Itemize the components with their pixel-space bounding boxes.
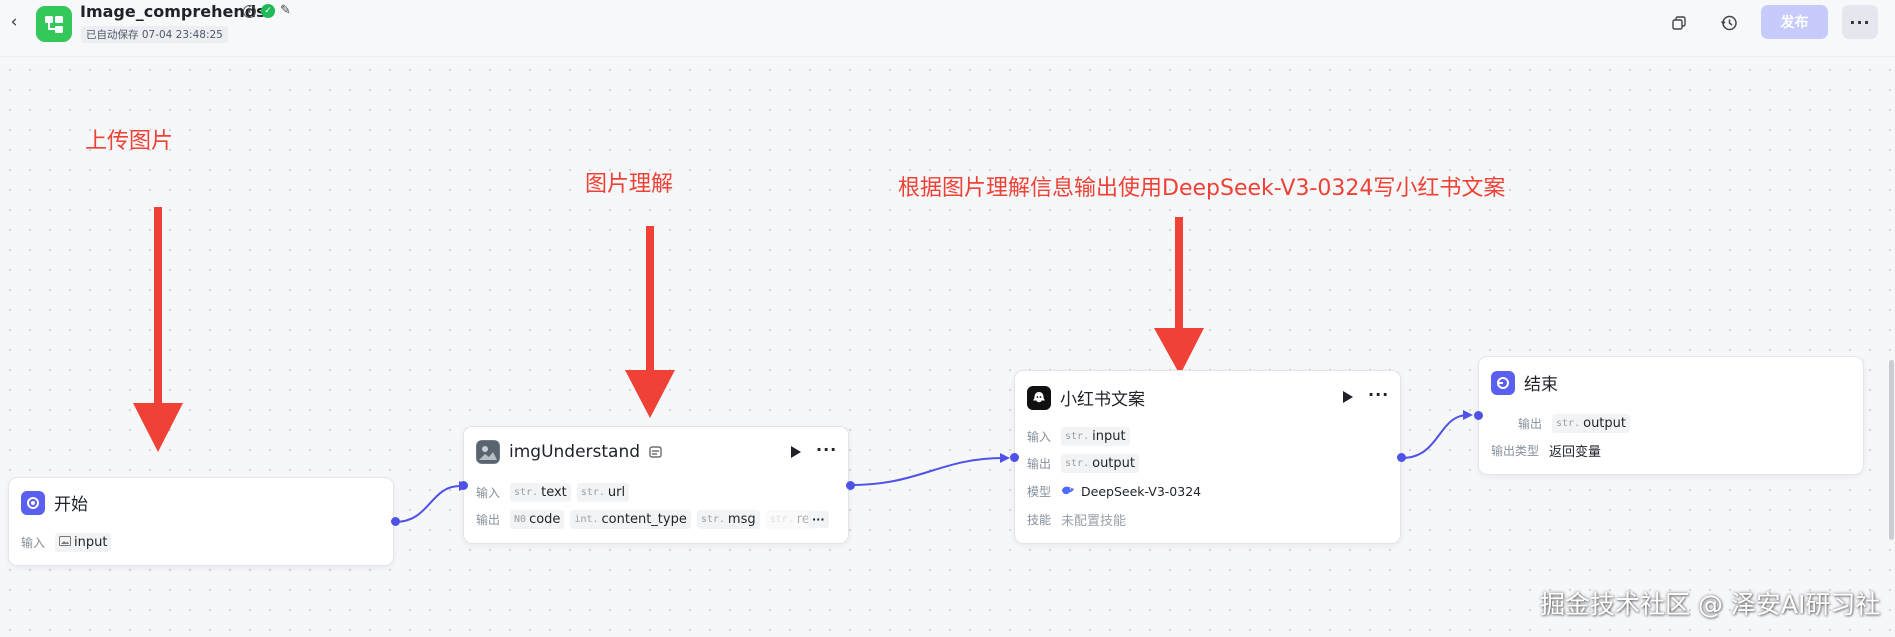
arrow-down-icon: [133, 207, 183, 452]
edge-start-to-img: [394, 485, 461, 523]
output-param-tag: str.msg: [696, 510, 760, 529]
node-title: 小红书文案: [1060, 390, 1145, 410]
node-title: 结束: [1524, 375, 1558, 395]
app-title: Image_comprehends: [80, 2, 266, 21]
output-param-tag: str.output: [1061, 454, 1139, 473]
more-options-button[interactable]: ···: [1842, 5, 1878, 39]
node-title: 开始: [54, 495, 88, 515]
node-title: imgUnderstand: [509, 442, 641, 462]
end-node-icon: [1491, 370, 1515, 395]
img-input-handle[interactable]: [459, 481, 468, 490]
top-bar: ‹ Image_comprehends i ✓ ✎ 已自动保存 07-04 23…: [0, 0, 1895, 57]
publish-button[interactable]: 发布: [1761, 5, 1828, 39]
img-output-handle[interactable]: [846, 481, 855, 490]
more-dots-icon[interactable]: ···: [816, 440, 838, 459]
node-start[interactable]: 开始 输入 input: [8, 477, 394, 566]
end-input-handle[interactable]: [1474, 411, 1483, 420]
model-label: 模型: [1027, 485, 1052, 499]
img-understand-icon: [476, 440, 500, 464]
arrow-down-icon: [1154, 217, 1204, 375]
output-label: 输出: [1518, 417, 1543, 431]
autosave-status: 已自动保存 07-04 23:48:25: [81, 26, 228, 43]
info-icon[interactable]: i: [243, 4, 256, 18]
output-label: 输出: [1027, 457, 1052, 471]
output-param-tag: int.content_type: [570, 510, 691, 529]
history-icon[interactable]: [1717, 11, 1741, 35]
plugin-icon: [649, 443, 662, 462]
watermark: 掘金技术社区 @ 泽安AI研习社: [1540, 590, 1881, 619]
input-param-tag: str.input: [1061, 427, 1130, 446]
input-label: 输入: [476, 486, 501, 500]
arrow-down-icon: [625, 226, 675, 418]
node-xiaohongshu[interactable]: 小红书文案 ··· 输入 str.input 输出 str.output 模型 …: [1014, 370, 1401, 544]
output-type-label: 输出类型: [1491, 444, 1540, 458]
xhs-input-handle[interactable]: [1010, 453, 1019, 462]
start-output-handle[interactable]: [391, 517, 400, 526]
chevron-left-icon[interactable]: ‹: [10, 12, 18, 32]
annotation-understand: 图片理解: [585, 172, 674, 197]
annotation-generate: 根据图片理解信息输出使用DeepSeek-V3-0324写小红书文案: [898, 176, 1506, 201]
input-var-tag: input: [55, 533, 112, 552]
llm-node-icon: [1027, 385, 1051, 410]
input-param-tag: str.url: [576, 483, 630, 502]
input-label: 输入: [21, 536, 46, 550]
edge-xhs-to-end: [1401, 414, 1469, 459]
input-label: 输入: [1027, 430, 1052, 444]
edge-img-to-xhs: [850, 457, 1005, 486]
model-name: DeepSeek-V3-0324: [1081, 484, 1202, 499]
run-icon[interactable]: [791, 446, 801, 458]
deepseek-whale-icon: [1061, 484, 1075, 500]
xhs-output-handle[interactable]: [1397, 453, 1406, 462]
vertical-scrollbar[interactable]: [1889, 360, 1894, 540]
image-icon: [59, 535, 72, 550]
node-end[interactable]: 结束 输出 str.output 输出类型 返回变量: [1478, 356, 1864, 475]
input-var-name: input: [74, 535, 108, 550]
input-param-tag: str.text: [510, 483, 571, 502]
copy-icon[interactable]: [1667, 11, 1691, 35]
edit-icon[interactable]: ✎: [280, 3, 291, 18]
more-outputs-button[interactable]: ···: [808, 511, 829, 528]
node-img-understand[interactable]: imgUnderstand ··· 输入 str.text str.url 输出…: [463, 426, 849, 544]
skill-label: 技能: [1027, 513, 1052, 527]
more-dots-icon[interactable]: ···: [1368, 385, 1390, 404]
workflow-app-icon: [36, 6, 72, 42]
published-check-icon: ✓: [261, 4, 275, 18]
start-node-icon: [21, 490, 45, 515]
annotation-upload: 上传图片: [85, 129, 174, 154]
output-label: 输出: [476, 513, 501, 527]
skill-value: 未配置技能: [1061, 514, 1127, 529]
run-icon[interactable]: [1343, 391, 1353, 403]
output-type-value: 返回变量: [1549, 445, 1602, 460]
output-param-tag: str.output: [1552, 414, 1630, 433]
